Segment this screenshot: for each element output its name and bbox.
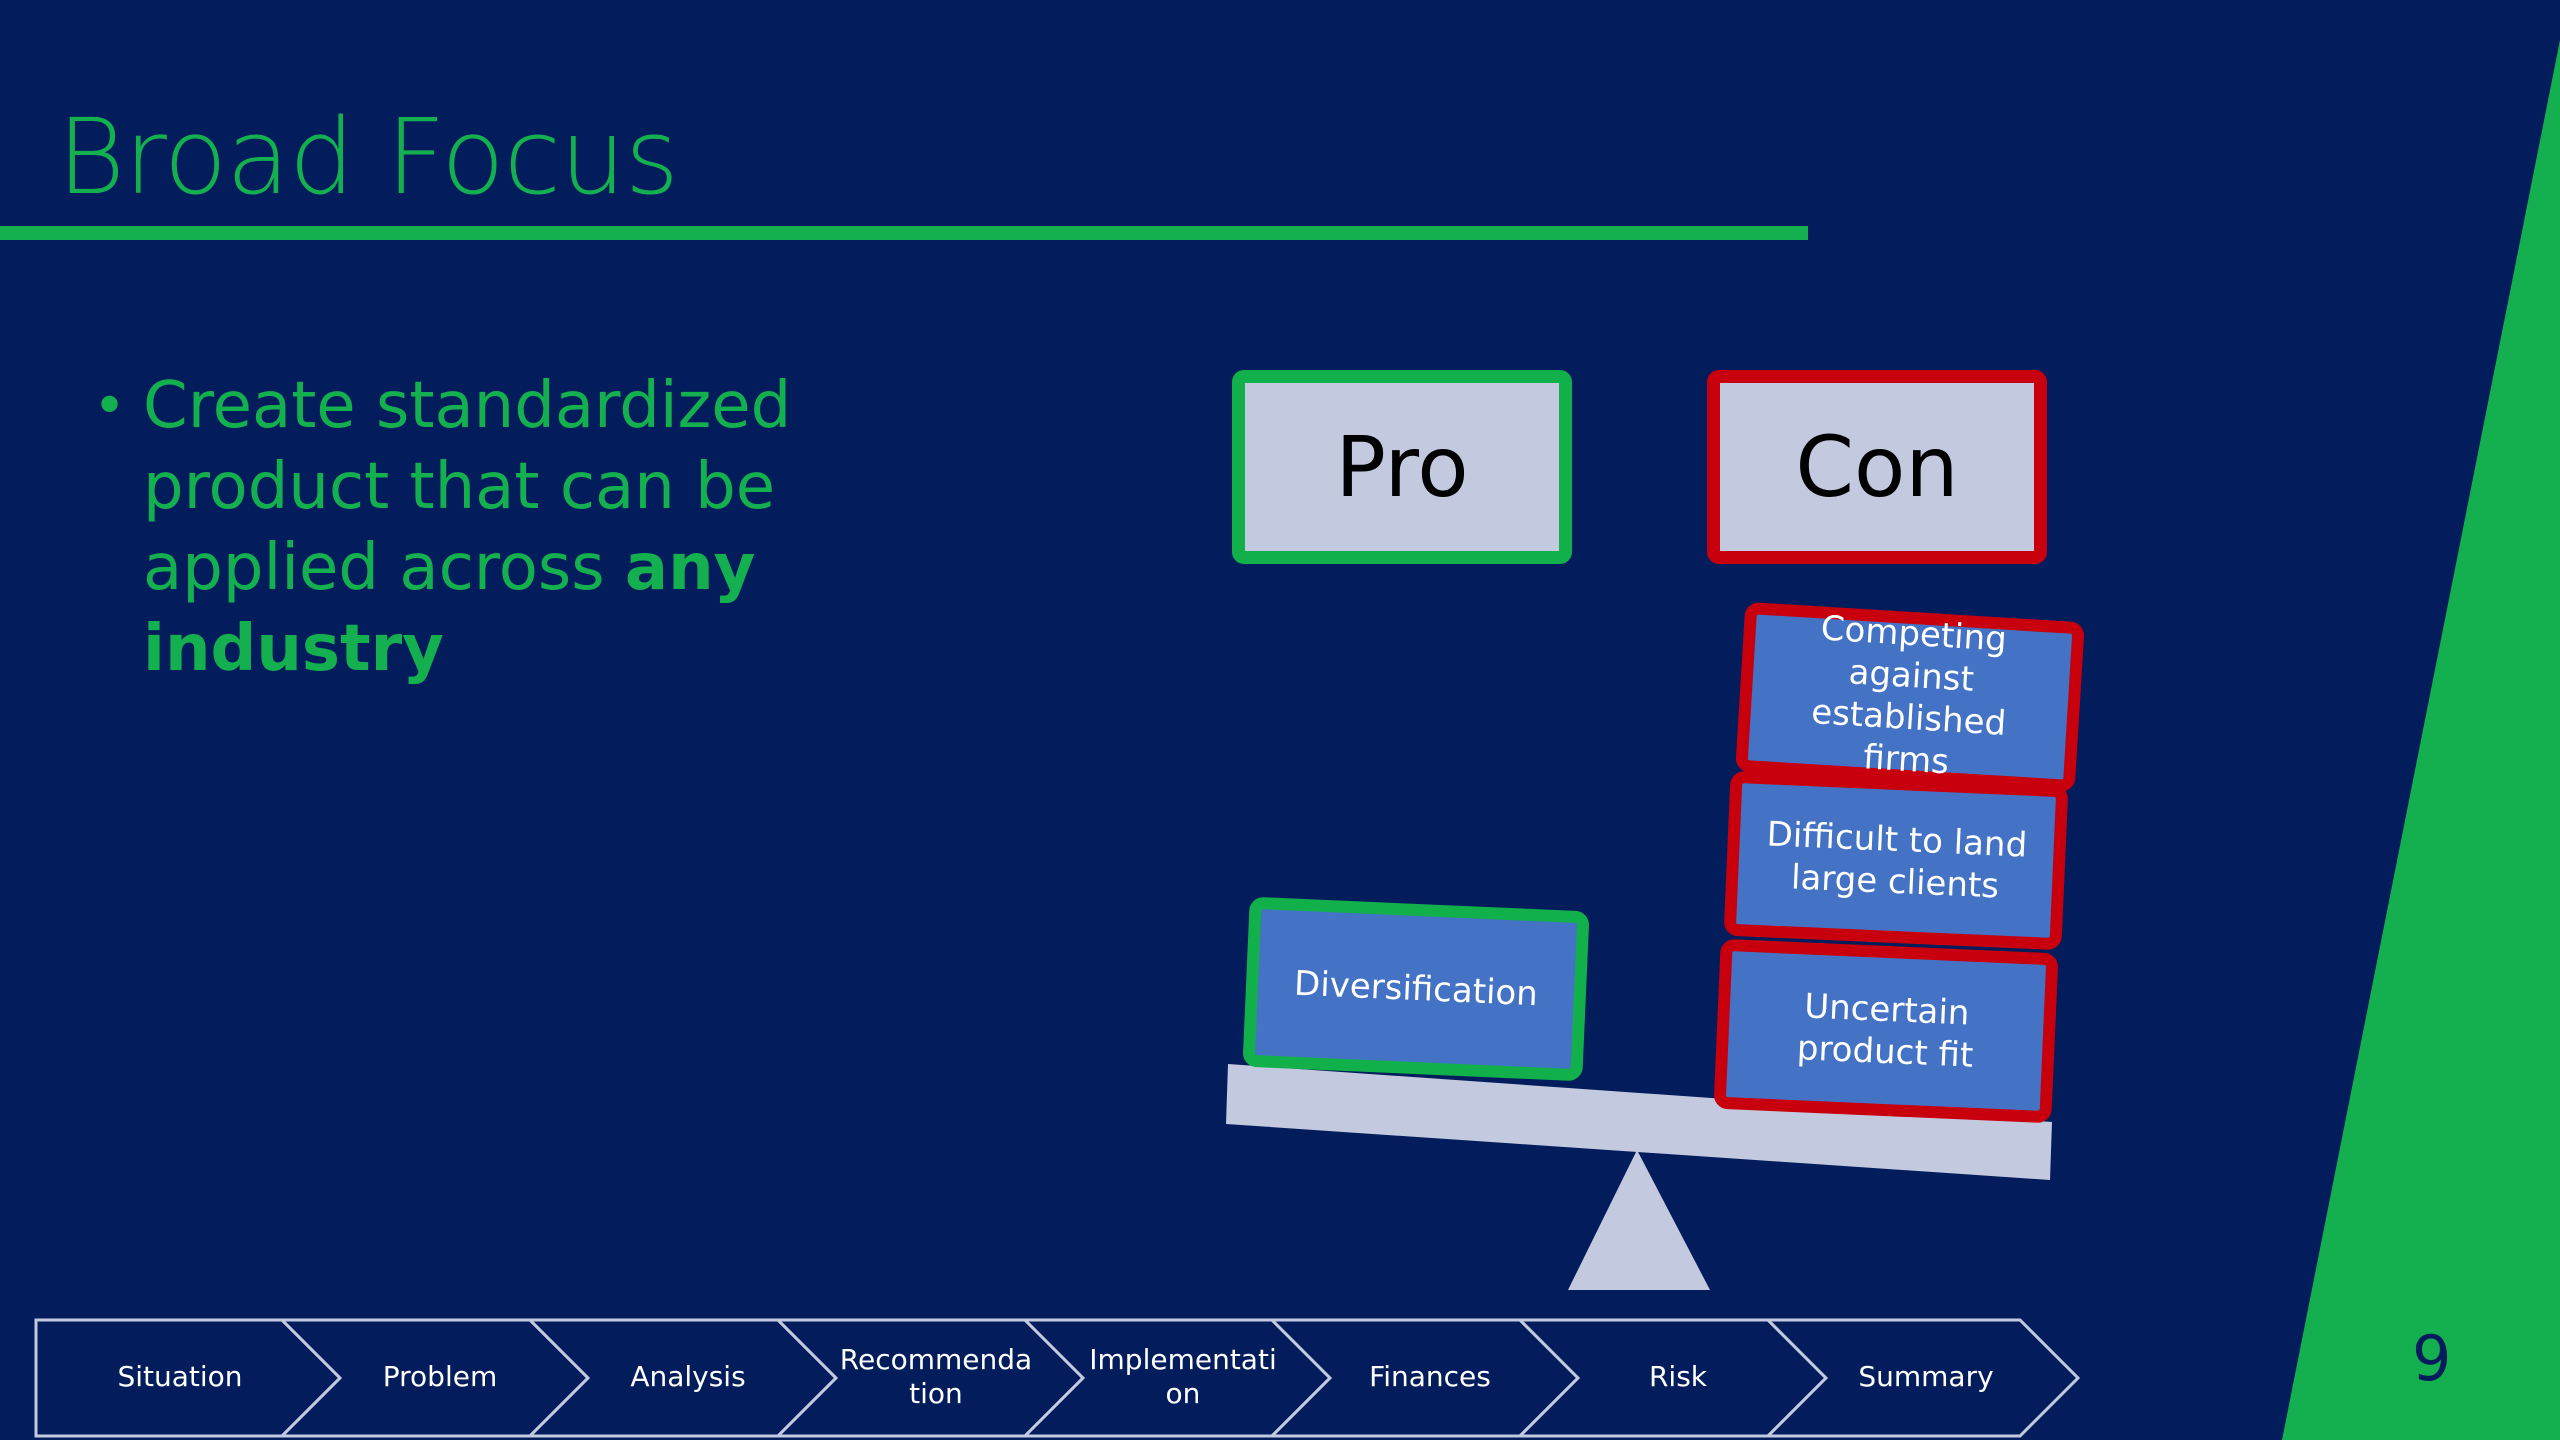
page-number: 9	[2412, 1322, 2452, 1395]
bullet-text: Create standardized product that can be …	[143, 366, 813, 690]
nav-chevron-summary	[1764, 1318, 2081, 1438]
pro-label: Pro	[1335, 418, 1469, 516]
bullet-text-normal: Create standardized product that can be …	[143, 369, 792, 605]
nav-step-analysis[interactable]: Analysis	[630, 1360, 746, 1393]
nav-step-summary[interactable]: Summary	[1858, 1360, 1994, 1393]
title-underline	[0, 226, 1808, 240]
nav-step-recommendation[interactable]: Recommenda tion	[839, 1343, 1033, 1410]
nav-step-situation[interactable]: Situation	[117, 1360, 243, 1393]
slide-title: Broad Focus	[57, 96, 679, 218]
seesaw-beam	[1226, 1064, 2052, 1180]
con-label: Con	[1795, 418, 1959, 516]
con-header-box: Con	[1707, 370, 2047, 564]
bullet-text-bold: any industry	[143, 531, 756, 686]
nav-step-risk[interactable]: Risk	[1648, 1360, 1708, 1393]
nav-step-finances[interactable]: Finances	[1369, 1360, 1491, 1393]
nav-step-implementation[interactable]: Implementati on	[1089, 1343, 1277, 1410]
bullet-point: • Create standardized product that can b…	[93, 366, 813, 690]
bullet-dot: •	[93, 374, 127, 439]
nav-step-problem[interactable]: Problem	[382, 1360, 498, 1393]
seesaw-fulcrum	[1568, 1150, 1710, 1290]
pro-header-box: Pro	[1232, 370, 1572, 564]
